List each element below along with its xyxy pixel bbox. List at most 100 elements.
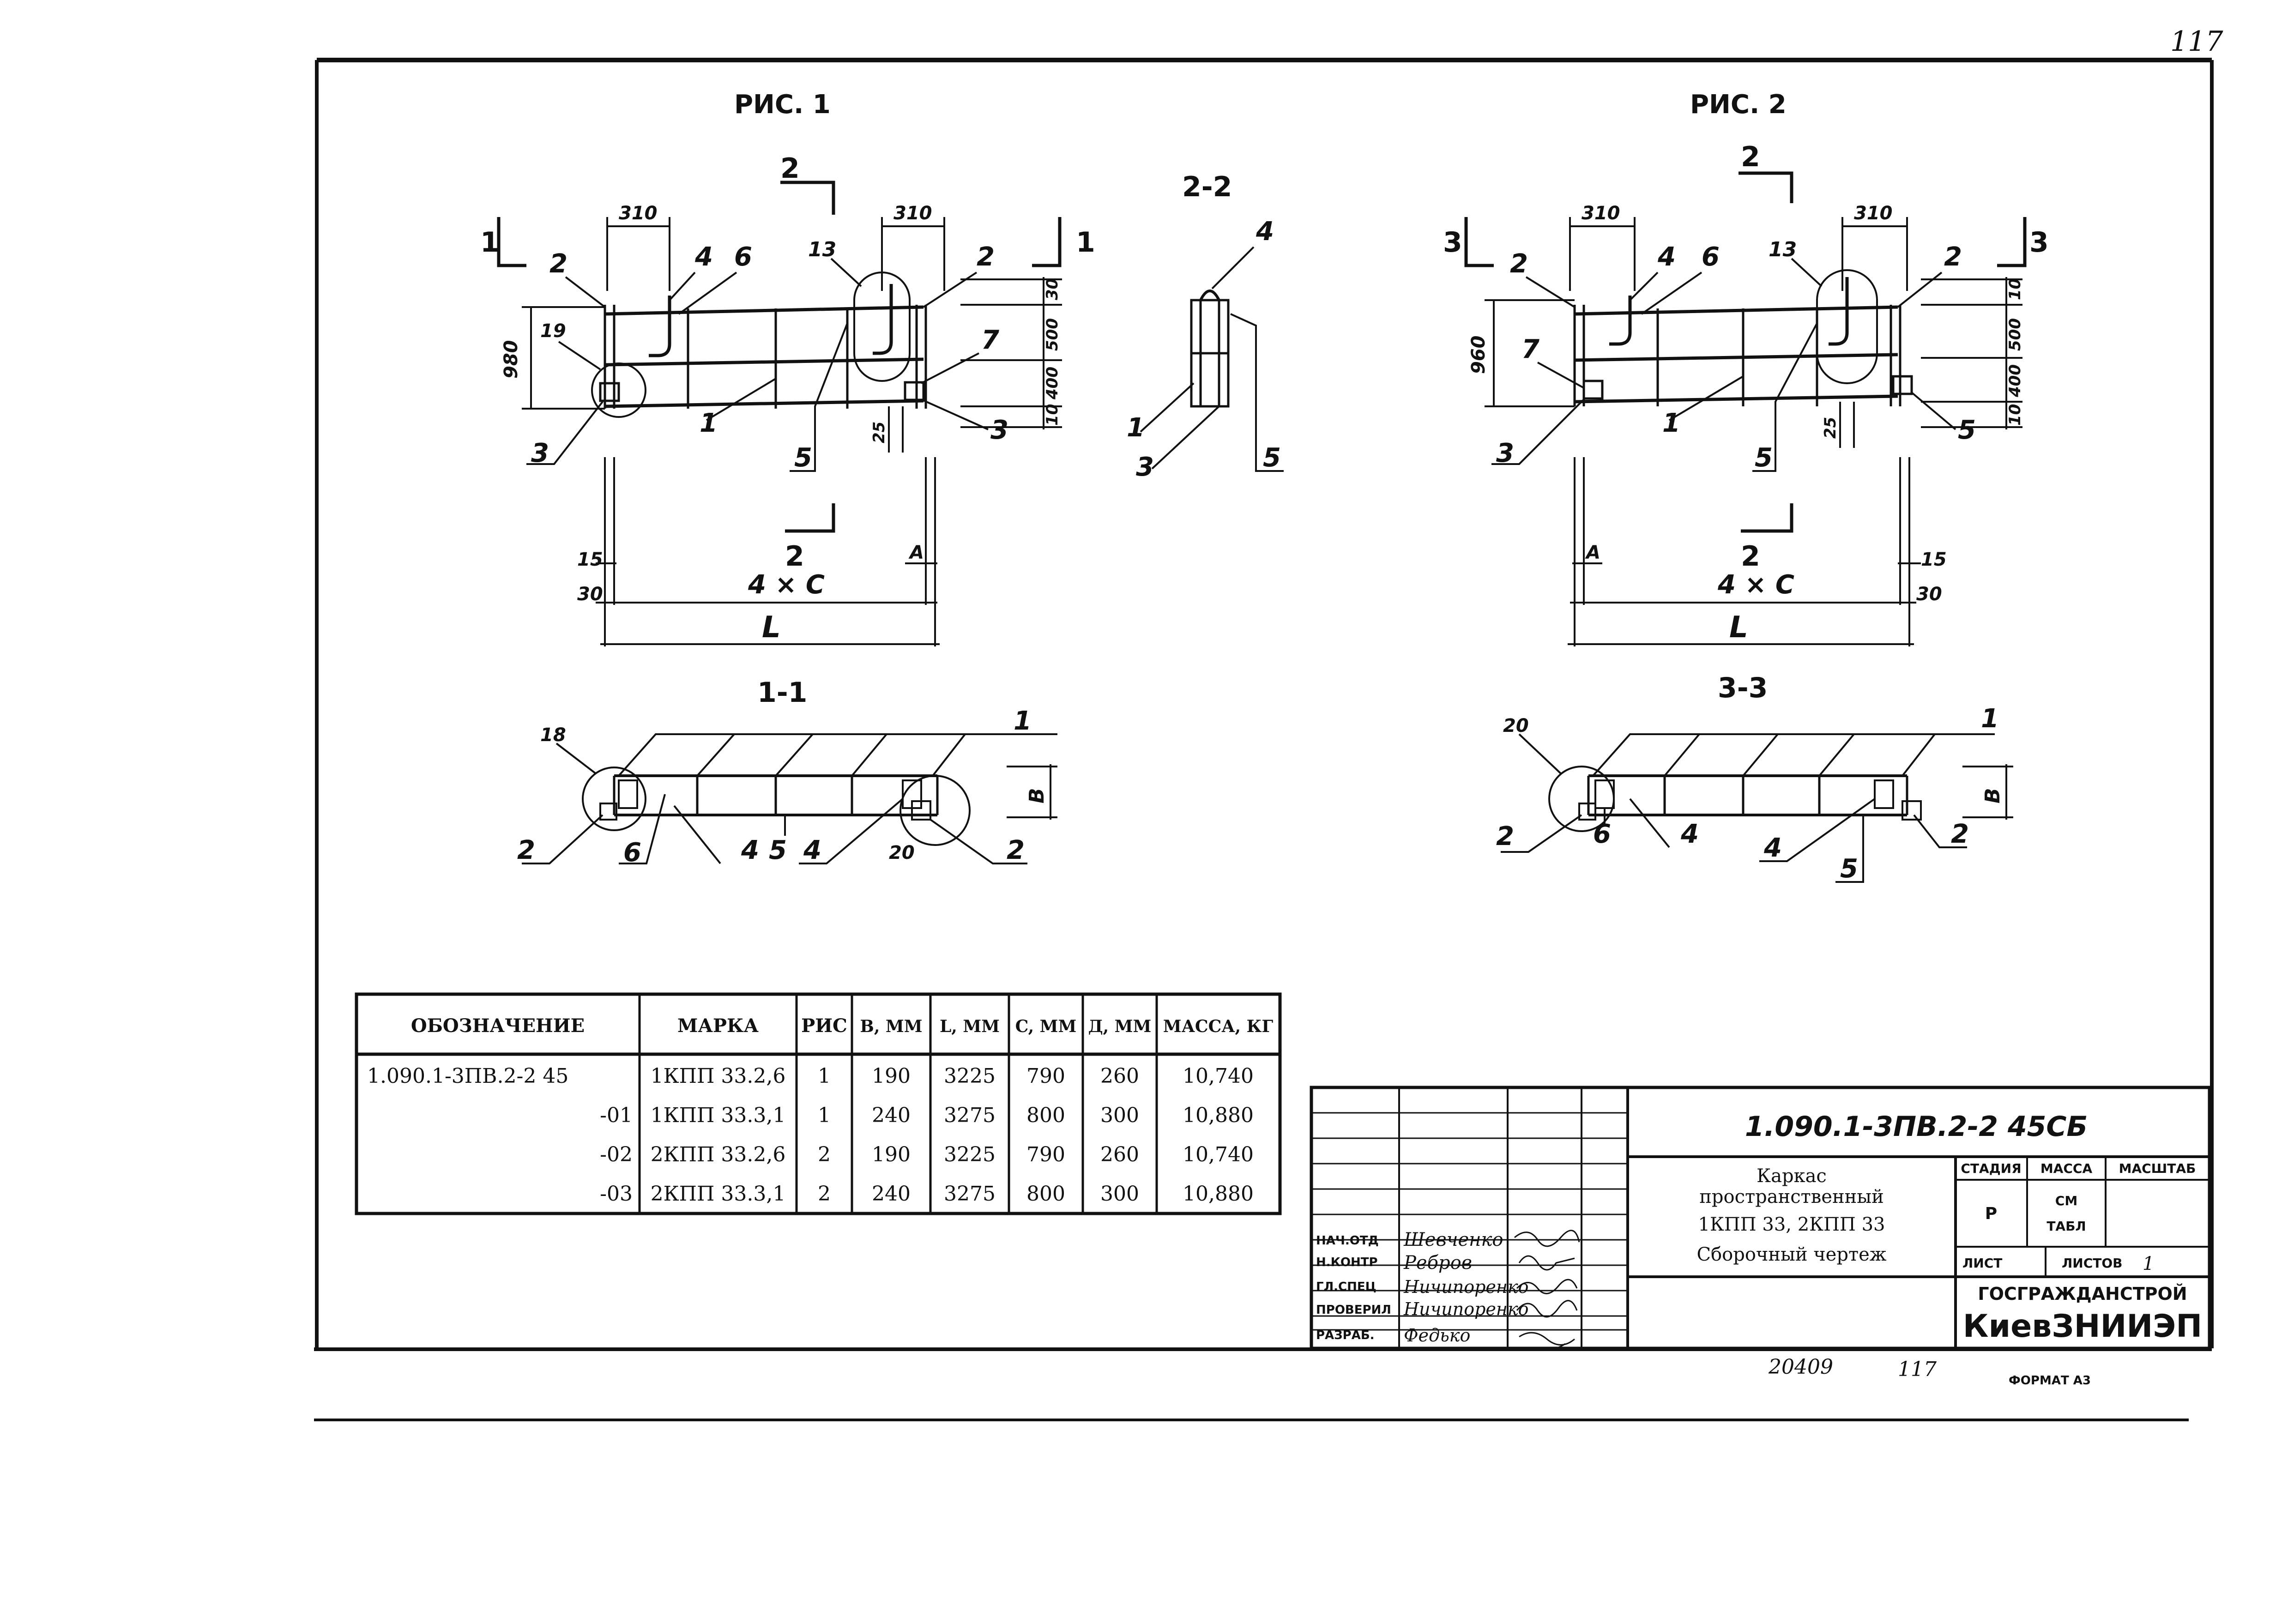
fig1-callout-7: 7 [981, 325, 999, 355]
spec-row-2-b: 190 [872, 1143, 911, 1166]
fig2-cut-2-bottom: 2 [1741, 540, 1760, 573]
role-0-name: Шевченко [1403, 1229, 1503, 1250]
fig2-section-3-3: 3-3 B 20 1 2 6 [1496, 672, 2013, 884]
fig1-cut-2-top: 2 [780, 152, 800, 185]
title-name-line-3: 1КПП 33, 2КПП 33 [1698, 1214, 1885, 1235]
fig2-dim-25: 25 [1821, 417, 1840, 439]
fig1-callout-13: 13 [808, 238, 836, 261]
fig2-dim-30-bottom: 30 [1916, 584, 1942, 605]
fig1-callout-5: 5 [794, 443, 812, 473]
fig2-callout-4: 4 [1657, 242, 1676, 272]
spec-row-2-l: 3225 [944, 1143, 996, 1166]
spec-row-0-d: 260 [1100, 1064, 1139, 1088]
section-1-1-dim-B: B [1025, 788, 1049, 803]
role-4-name: Федько [1404, 1325, 1470, 1346]
footer: 20409 117 ФОРМАТ А3 [1768, 1355, 2091, 1388]
spec-header-mark: МАРКА [677, 1015, 759, 1037]
signature-marks [1514, 1230, 1580, 1351]
fig2-dim-960: 960 [1468, 336, 1489, 374]
spec-row-1-b: 240 [872, 1104, 911, 1127]
spec-row-3-designation: -03 [600, 1182, 633, 1206]
fig1-callouts: 2 4 6 13 2 7 19 3 1 5 3 [526, 238, 1008, 473]
spec-row-3-l: 3275 [944, 1182, 996, 1206]
section-1-1-callout-4: 4 [741, 835, 759, 865]
fig1-dim-500: 500 [1043, 318, 1062, 351]
section-2-2-callout-3: 3 [1136, 452, 1154, 482]
section-1-1-callout-4b: 4 [803, 835, 821, 865]
spec-row-0-designation: 1.090.1-3ПВ.2-2 45 [367, 1064, 568, 1088]
section-2-2-title: 2-2 [1182, 171, 1232, 203]
role-3-name: Ничипоренко [1403, 1299, 1529, 1319]
fig1-dim-400: 400 [1043, 367, 1062, 400]
fig1-callout-19: 19 [540, 320, 566, 342]
section-3-3-callout-6: 6 [1593, 819, 1611, 849]
section-3-3-callout-2: 2 [1496, 821, 1514, 851]
spec-row-0-fig: 1 [818, 1064, 831, 1088]
org-line-2: КиевЗНИИЭП [1963, 1308, 2202, 1345]
fig2-callout-5b: 5 [1958, 415, 1976, 445]
fig1-dim-30-bottom: 30 [577, 584, 603, 605]
role-4-label: РАЗРАБ. [1316, 1328, 1375, 1342]
fig2-callout-2: 2 [1510, 249, 1528, 279]
section-3-3-dim-B: B [1981, 788, 2004, 803]
page-number: 117 [2170, 25, 2223, 58]
spec-row-1-mass: 10,880 [1183, 1104, 1254, 1127]
fig1-callout-2: 2 [549, 249, 567, 279]
fig2-cut-marks: 2 3 3 2 [1443, 141, 2049, 573]
col-stage: СТАДИЯ [1961, 1161, 2021, 1176]
title-name-line-4: Сборочный чертеж [1696, 1244, 1886, 1265]
spec-row-3-b: 240 [872, 1182, 911, 1206]
fig2-dim-L: L [1729, 610, 1748, 645]
spec-row-3-mass: 10,880 [1183, 1182, 1254, 1206]
fig1-cut-marks: 2 1 1 2 [480, 152, 1095, 573]
fig2-dim-10b: 10 [2006, 404, 2024, 426]
sheets-label: ЛИСТОВ [2062, 1256, 2122, 1271]
figure-2: РИС. 2 2 3 3 2 310 310 [1443, 90, 2049, 884]
spec-row-2-designation: -02 [600, 1143, 633, 1166]
fig2-title: РИС. 2 [1690, 90, 1787, 120]
sheets-value: 1 [2143, 1253, 2154, 1274]
title-block: НАЧ.ОТД Шевченко Н.КОНТР Ребров ГЛ.СПЕЦ … [1310, 1086, 2211, 1351]
org-line-1: ГОСГРАЖДАНСТРОЙ [1978, 1284, 2187, 1304]
spec-row-1-c: 800 [1026, 1104, 1065, 1127]
fig2-cut-3-left: 3 [1443, 226, 1462, 259]
fig1-dim-L: L [762, 610, 781, 645]
section-3-3-callout-4: 4 [1680, 819, 1699, 849]
spec-row-1-fig: 1 [818, 1104, 831, 1127]
fig2-cut-3-right: 3 [2029, 226, 2049, 259]
fig1-top-dims: 310 310 [606, 203, 945, 291]
fig1-callout-6: 6 [734, 242, 752, 272]
fig1-dim-4xC: 4 × C [748, 570, 825, 600]
spec-row-0-c: 790 [1026, 1064, 1065, 1088]
spec-header-fig: РИС [801, 1015, 847, 1037]
spec-header-b: B, ММ [860, 1017, 922, 1036]
spec-row-1-l: 3275 [944, 1104, 996, 1127]
fig2-cage-elevation [1573, 269, 1913, 406]
fig2-dim-15: 15 [1921, 549, 1947, 570]
sheet-frame [314, 58, 2214, 1421]
section-3-3-title: 3-3 [1718, 672, 1768, 704]
fig1-dim-a: A [908, 542, 924, 563]
section-2-2-callout-4: 4 [1256, 217, 1274, 247]
role-1-label: Н.КОНТР [1316, 1256, 1378, 1269]
fig2-dim-310-right: 310 [1854, 203, 1893, 224]
fig1-callout-3b: 3 [990, 415, 1008, 445]
col-scale: МАСШТАБ [2119, 1161, 2196, 1176]
fig1-dim-310-right: 310 [893, 203, 932, 224]
fig2-right-dims: 10 500 400 10 25 [1821, 277, 2024, 448]
footer-page: 117 [1898, 1358, 1937, 1381]
fig1-dim-25: 25 [870, 422, 888, 443]
fig1-callout-1: 1 [700, 408, 718, 438]
spec-header-designation: ОБОЗНАЧЕНИЕ [411, 1015, 585, 1037]
fig1-title: РИС. 1 [734, 90, 831, 120]
spec-row-2-d: 260 [1100, 1143, 1139, 1166]
spec-row-3-c: 800 [1026, 1182, 1065, 1206]
section-1-1-callout-20: 20 [889, 842, 915, 863]
role-1-name: Ребров [1403, 1252, 1472, 1274]
sheet-label: ЛИСТ [1962, 1256, 2002, 1271]
fig2-dim-a: A [1585, 542, 1600, 563]
spec-header-l: L, ММ [940, 1017, 1000, 1036]
section-2-2-callout-1: 1 [1127, 413, 1145, 443]
title-name-line-1: Каркас [1757, 1165, 1827, 1187]
